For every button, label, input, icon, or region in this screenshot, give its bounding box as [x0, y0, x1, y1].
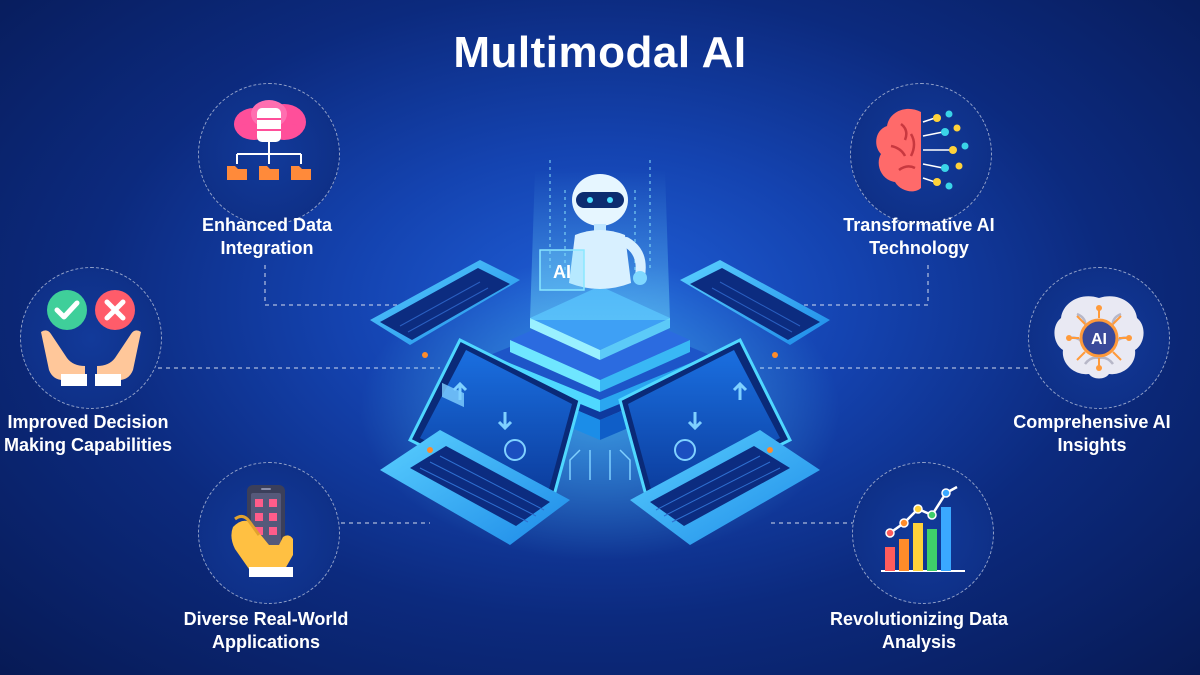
feature-ai-insights-circle: AI [1028, 267, 1170, 409]
feature-real-world-apps-circle [198, 462, 340, 604]
feature-data-integration-circle [198, 83, 340, 225]
bar-chart-trend-icon [881, 485, 965, 572]
brain-circuit-icon [876, 108, 969, 192]
check-cross-hands-icon [41, 290, 141, 386]
central-hub-illustration: AI [360, 160, 840, 560]
feature-transformative-ai-circle [850, 83, 992, 225]
laptop-back-right [680, 260, 830, 345]
laptop-back-left [370, 260, 520, 345]
ai-hologram-chip: AI [539, 249, 585, 291]
feature-decision-making-label: Improved Decision Making Capabilities [3, 412, 173, 455]
cloud-database-icon [227, 100, 311, 180]
circuit-traces [569, 449, 631, 480]
feature-transformative-ai-label: Transformative AI Technology [843, 215, 995, 258]
feature-data-analysis-label: Revolutionizing Data Analysis [829, 609, 1008, 652]
feature-data-analysis-circle [852, 462, 994, 604]
feature-ai-insights-label: Comprehensive AI Insights [1013, 412, 1171, 455]
connector-transformative-ai [770, 265, 929, 306]
laptop-front-left [380, 337, 582, 545]
ai-brain-chip-icon: AI [1054, 296, 1144, 379]
connector-data-integration [264, 265, 430, 306]
svg-text:AI: AI [1091, 331, 1107, 348]
page-title: Multimodal AI [453, 28, 747, 77]
beam-lines [549, 160, 651, 280]
laptop-front-right [618, 337, 820, 545]
orange-node-dots [422, 352, 778, 453]
ai-chip-text: AI [553, 262, 571, 282]
phone-in-hand-icon [231, 485, 293, 577]
feature-decision-making-circle [20, 267, 162, 409]
feature-real-world-apps-label: Diverse Real-World Applications [183, 609, 349, 652]
feature-data-integration-label: Enhanced Data Integration [201, 215, 333, 258]
